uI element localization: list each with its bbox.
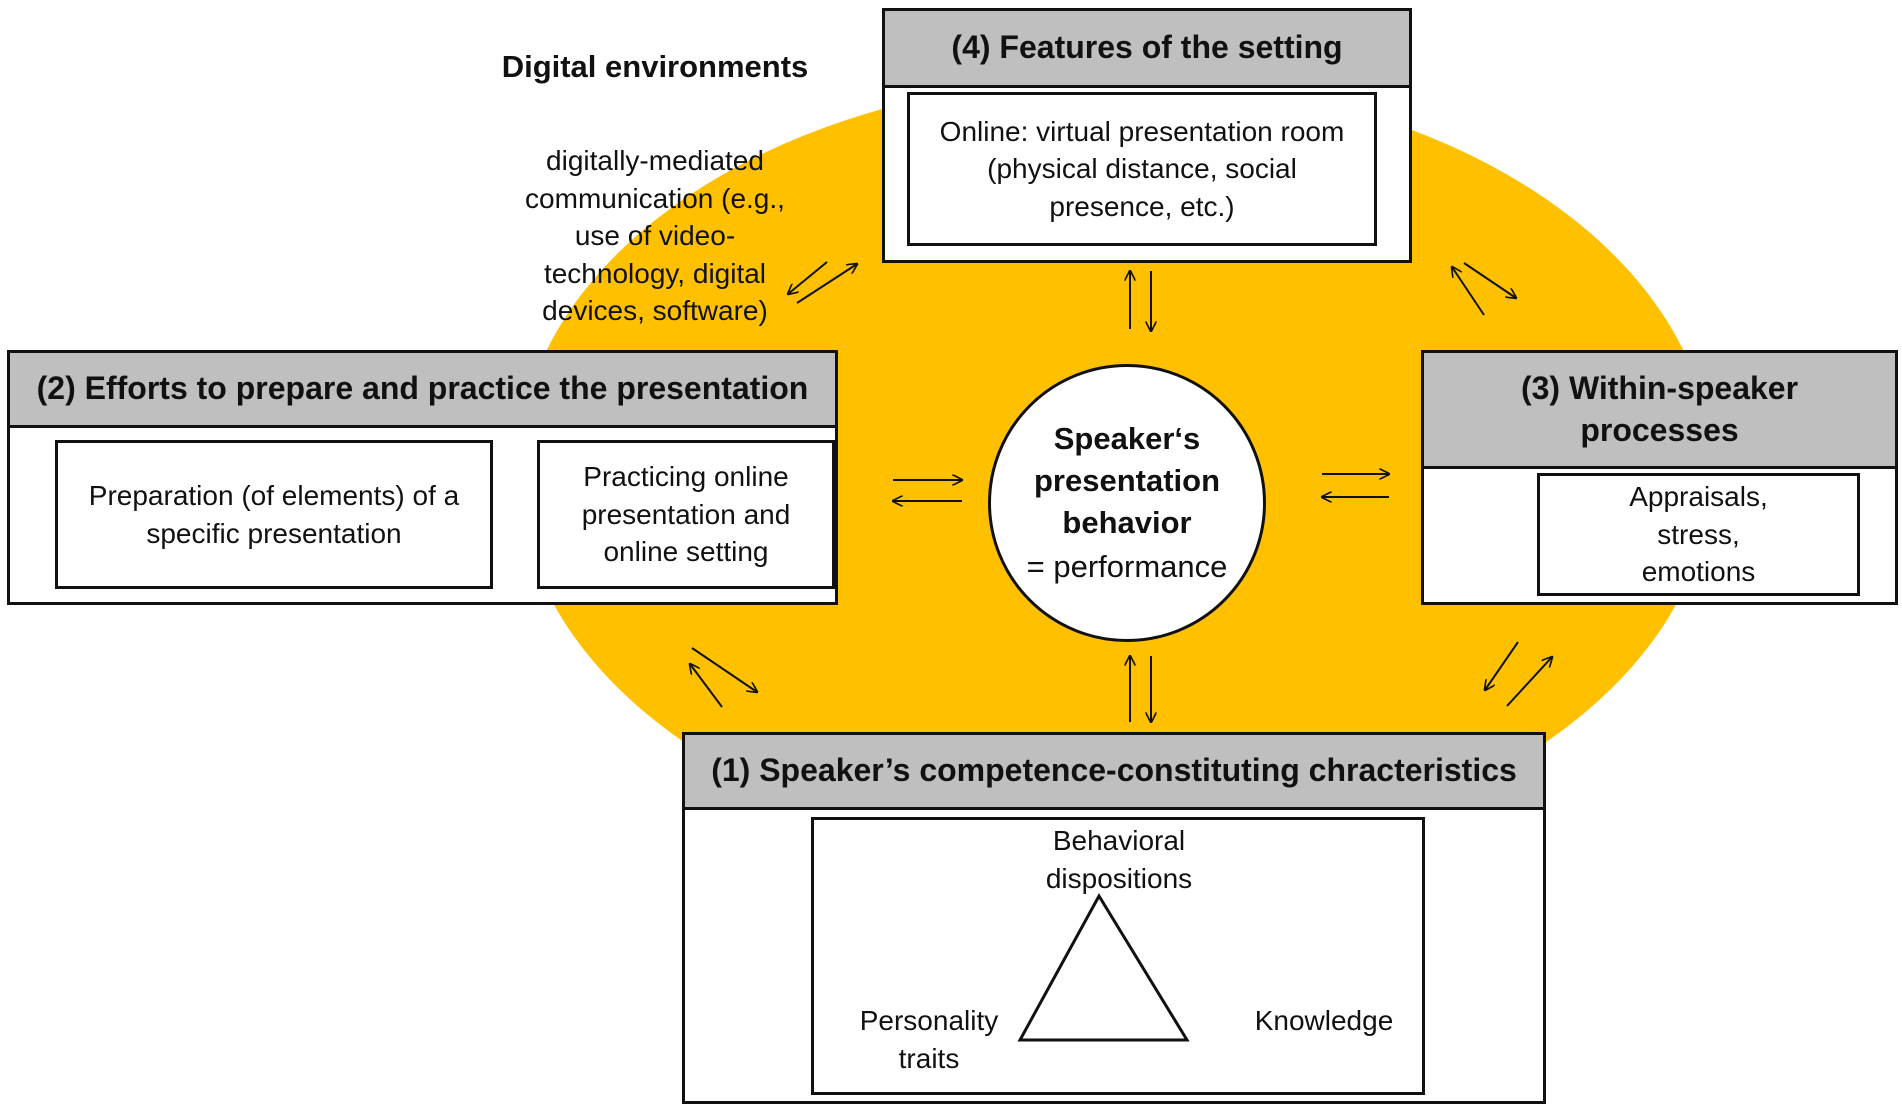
online-virtual-room-box: Online: virtual presentation room (physi… xyxy=(907,92,1377,246)
features-of-setting-header: (4) Features of the setting xyxy=(885,11,1409,88)
box4-center-arrows xyxy=(1130,271,1151,331)
speaker-presentation-behavior-label: Speaker‘s presentation behavior xyxy=(1033,420,1221,540)
speaker-presentation-behavior-circle: Speaker‘s presentation behavior = perfor… xyxy=(988,364,1266,642)
performance-label: = performance xyxy=(1026,549,1228,585)
digital-environments-title: Digital environments xyxy=(501,49,809,84)
knowledge-label: Knowledge xyxy=(1254,1005,1394,1036)
personality-traits-label: Personality traits xyxy=(859,1005,999,1074)
behavioral-dispositions-label: Behavioral dispositions xyxy=(1045,825,1193,894)
practicing-online-box: Practicing online presentation and onlin… xyxy=(537,440,835,589)
box3-box1-arrows xyxy=(1485,641,1552,707)
center-box3-arrows xyxy=(1322,474,1389,497)
appraisals-stress-emotions-box: Appraisals, stress, emotions xyxy=(1537,473,1860,596)
preparation-box: Preparation (of elements) of a specific … xyxy=(55,440,493,589)
box2-box1-arrows xyxy=(690,647,757,708)
efforts-to-prepare-box: (2) Efforts to prepare and practice the … xyxy=(7,350,838,605)
box4-box3-arrows xyxy=(1452,262,1516,316)
efforts-to-prepare-header: (2) Efforts to prepare and practice the … xyxy=(10,353,835,428)
features-of-setting-box: (4) Features of the setting Online: virt… xyxy=(882,8,1412,263)
digital-box4-arrows xyxy=(788,261,857,304)
competence-triangle xyxy=(1017,893,1190,1042)
digital-environments-description: digitally-mediated communication (e.g., … xyxy=(525,145,785,327)
center-box1-arrows xyxy=(1130,656,1151,722)
within-speaker-processes-box: (3) Within-speaker processes Appraisals,… xyxy=(1421,350,1898,605)
competence-characteristics-header: (1) Speaker’s competence-constituting ch… xyxy=(685,735,1543,810)
within-speaker-processes-header: (3) Within-speaker processes xyxy=(1424,353,1895,469)
box2-center-arrows xyxy=(893,480,962,501)
competence-characteristics-box: (1) Speaker’s competence-constituting ch… xyxy=(682,732,1546,1104)
